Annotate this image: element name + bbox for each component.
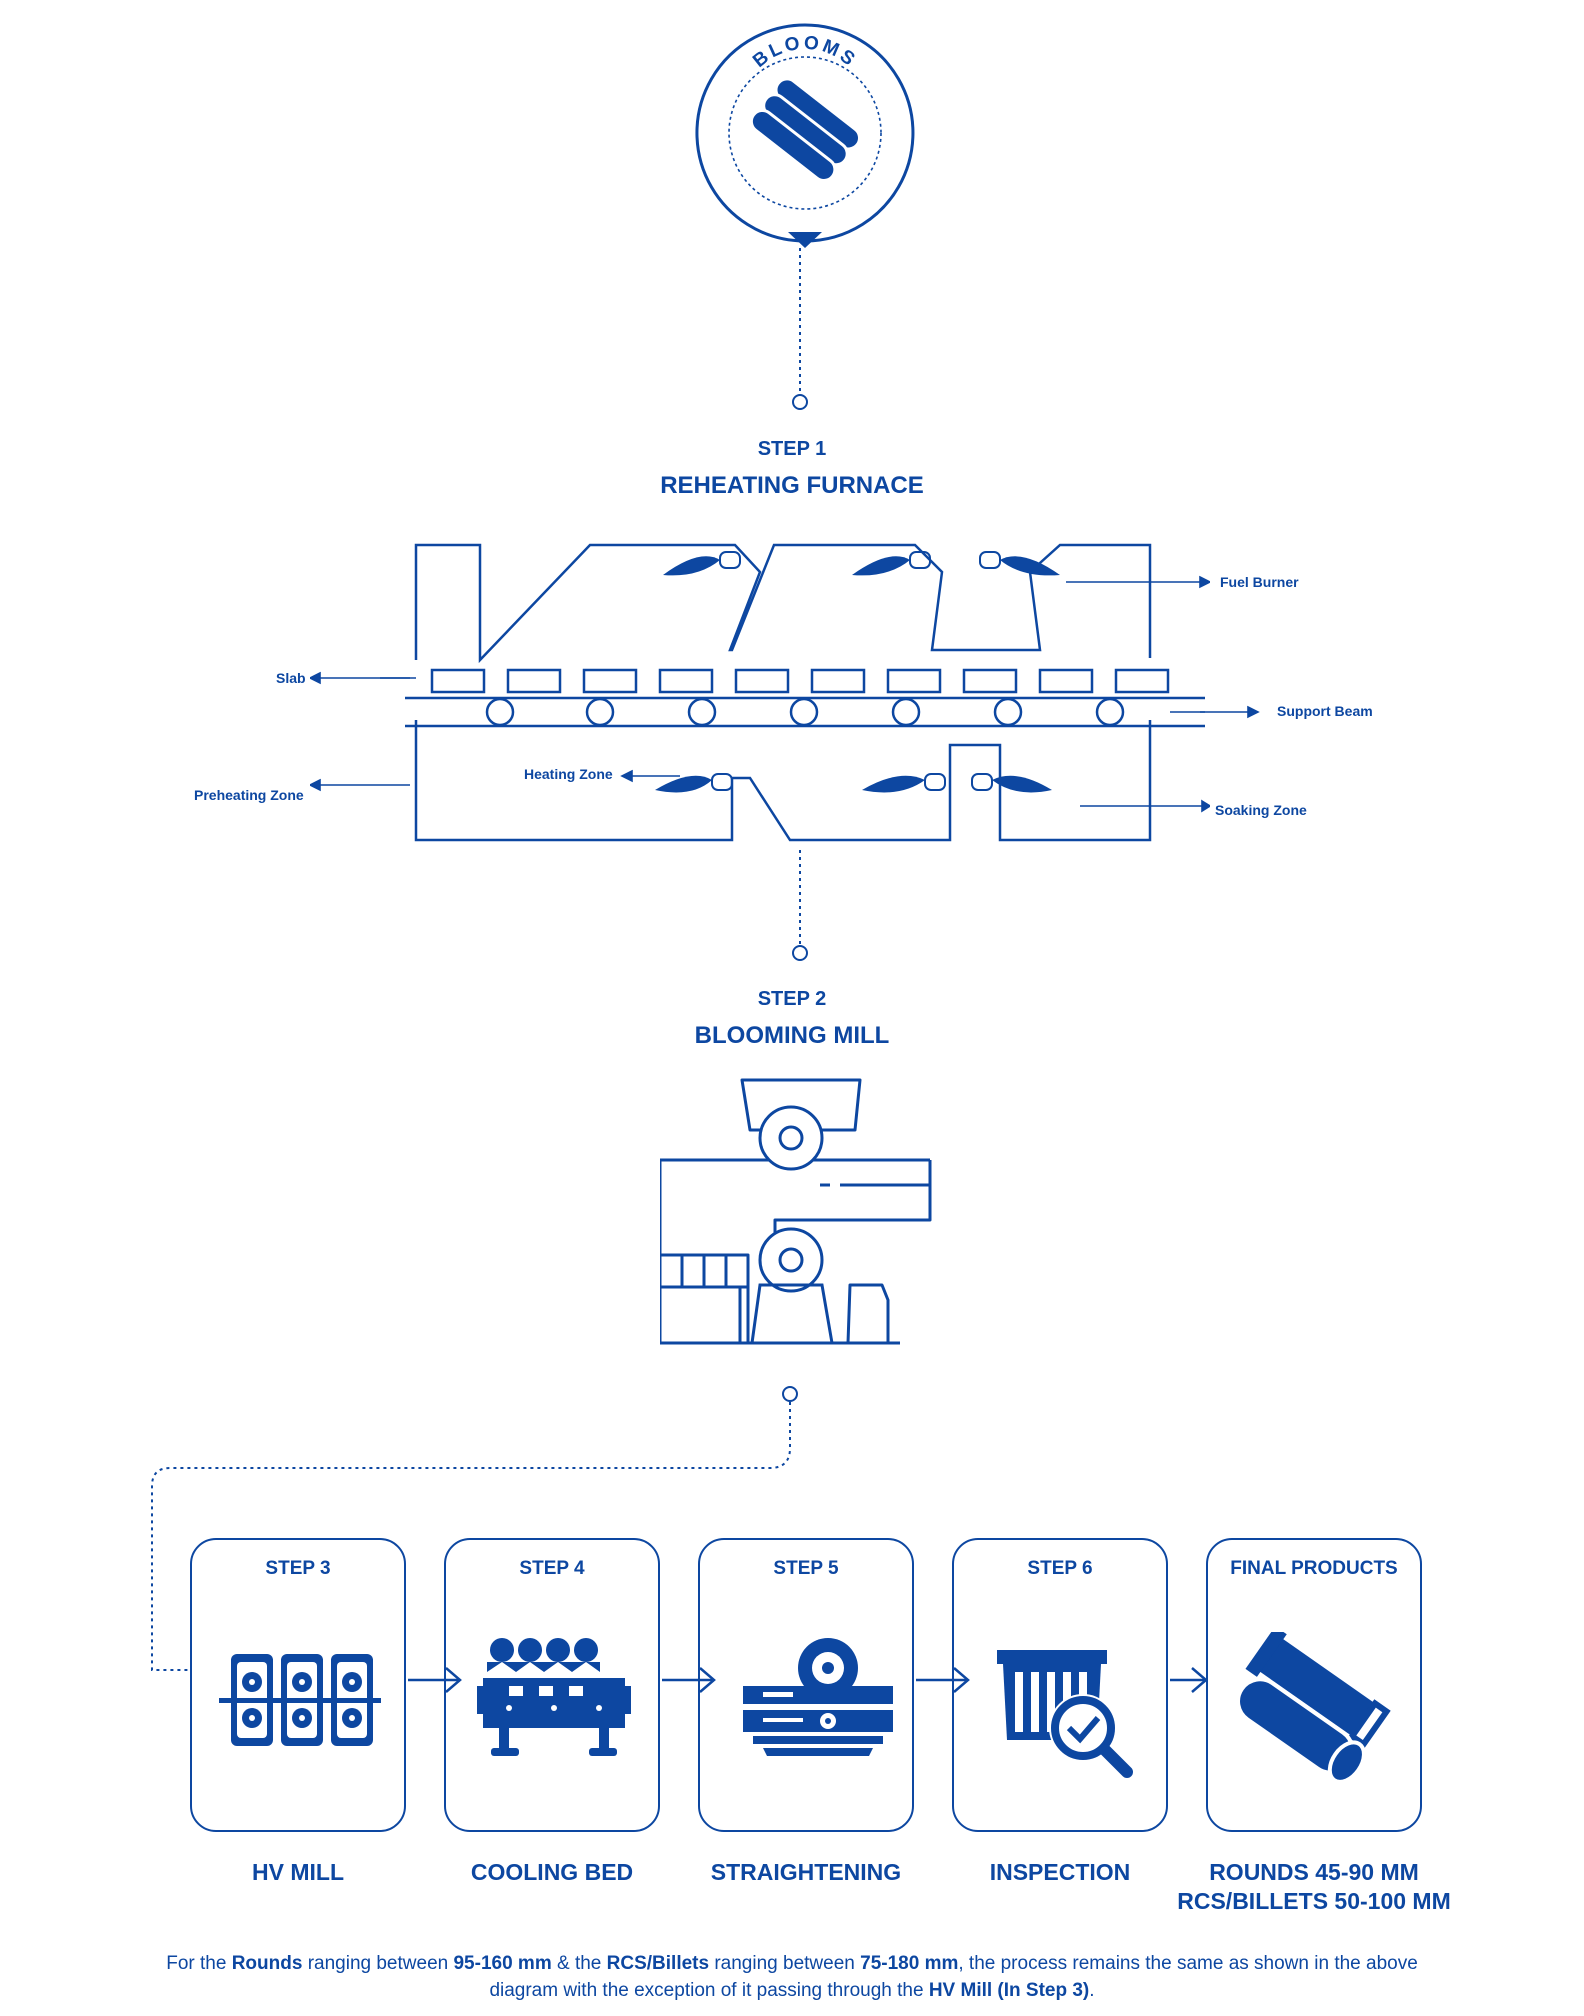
- label-slab: Slab: [276, 670, 306, 686]
- caption-straightening: STRAIGHTENING: [710, 1859, 902, 1885]
- support-rollers: [485, 697, 1125, 727]
- card-step5: STEP 5: [698, 1538, 914, 1832]
- cooling-bed-icon: [477, 1638, 631, 1756]
- card-step3-title: STEP 3: [265, 1558, 331, 1579]
- slabs: [430, 668, 1170, 694]
- label-soaking-zone: Soaking Zone: [1215, 802, 1307, 818]
- straightening-icon: [743, 1638, 893, 1756]
- footnote: For the Rounds ranging between 95-160 mm…: [166, 1953, 1418, 2001]
- card-step5-title: STEP 5: [773, 1558, 839, 1579]
- label-preheating-zone: Preheating Zone: [194, 787, 304, 803]
- blooms-badge: BLOOMS: [695, 23, 915, 248]
- card-step4-title: STEP 4: [519, 1558, 585, 1579]
- connector-top: [792, 248, 808, 410]
- step1-number: STEP 1: [757, 438, 827, 460]
- reheating-furnace-diagram: [380, 543, 1210, 842]
- caption-hv-mill: HV MILL: [252, 1859, 344, 1885]
- card-arrows: [408, 1667, 1208, 1693]
- caption-cooling-bed: COOLING BED: [470, 1859, 634, 1885]
- label-heating-zone: Heating Zone: [524, 766, 613, 782]
- hv-mill-icon: [219, 1654, 381, 1746]
- support-beam-arrow: [1200, 705, 1260, 719]
- burner-nozzles: [711, 551, 1001, 791]
- card-final-products: FINAL PRODUCTS: [1206, 1538, 1422, 1832]
- blooms-bars-icon: [749, 77, 861, 182]
- card-step6-title: STEP 6: [1027, 1558, 1093, 1579]
- card-step4: STEP 4: [444, 1538, 660, 1832]
- card-step6: STEP 6: [952, 1538, 1168, 1832]
- connector-step1-step2: [792, 850, 808, 961]
- step2-title: BLOOMING MILL: [694, 1022, 890, 1049]
- caption-final-products: ROUNDS 45-90 MM RCS/BILLETS 50-100 MM: [1164, 1858, 1464, 1916]
- inspection-icon: [997, 1650, 1133, 1778]
- card-final-title: FINAL PRODUCTS: [1230, 1558, 1398, 1579]
- step2-number: STEP 2: [757, 988, 827, 1010]
- caption-final-line1: ROUNDS 45-90 MM: [1209, 1859, 1419, 1885]
- blooming-mill-icon: [660, 1078, 932, 1345]
- label-fuel-burner: Fuel Burner: [1220, 574, 1299, 590]
- furnace-label-arrows: [310, 671, 410, 792]
- caption-inspection: INSPECTION: [989, 1859, 1131, 1885]
- caption-final-line2: RCS/BILLETS 50-100 MM: [1177, 1888, 1451, 1914]
- card-step3: STEP 3: [190, 1538, 406, 1832]
- final-products-icon: [1236, 1632, 1391, 1782]
- burner-flames: [655, 556, 1060, 793]
- step1-title: REHEATING FURNACE: [660, 472, 924, 499]
- label-support-beam: Support Beam: [1277, 703, 1373, 719]
